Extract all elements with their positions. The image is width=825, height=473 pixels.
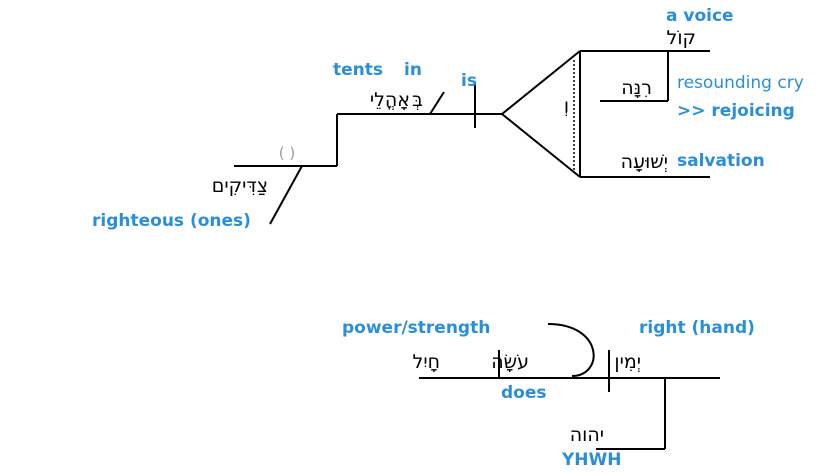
clause1-lines — [234, 50, 710, 225]
modifier2-gloss: YHWH — [561, 450, 622, 470]
modifier-hebrew: רִנָּה — [621, 77, 652, 99]
fork-upper — [501, 50, 581, 115]
subject-hebrew: צַדִּיקִים — [212, 175, 268, 197]
prep-gloss: in — [404, 60, 422, 80]
conjunction-hebrew: וְ — [564, 95, 569, 117]
subject2-gloss: right (hand) — [639, 318, 755, 338]
subject2-hebrew: יְמִין — [614, 351, 641, 373]
top-gloss: a voice — [666, 6, 734, 26]
modifier-gloss-2: >> rejoicing — [677, 101, 795, 121]
top-hebrew: קוֹל — [667, 27, 696, 49]
prep-hebrew: בְּ — [412, 89, 423, 111]
prep-object-gloss: tents — [333, 60, 383, 80]
prep-object-hebrew: אָהֳלֵי — [370, 89, 410, 111]
object-gloss: power/strength — [342, 318, 490, 338]
modifier2-hebrew: יהוה — [570, 424, 604, 446]
verb-arc — [547, 323, 595, 377]
clause2-lines — [419, 323, 720, 450]
modifier-gloss-1: resounding cry — [677, 73, 804, 93]
fork-lower — [501, 113, 581, 178]
subject-gloss: righteous (ones) — [92, 211, 251, 231]
subject-modifier-slant — [269, 165, 303, 225]
bottom-gloss: salvation — [677, 151, 765, 171]
object-hebrew: חָיִל — [413, 351, 440, 373]
bottom-hebrew: יְשׁוּעָה — [621, 151, 668, 173]
elided-verb-parens: ( ) — [279, 144, 295, 162]
verb2-gloss: does — [501, 383, 547, 403]
prep-slant — [429, 91, 445, 115]
verb-gloss: is — [461, 71, 477, 91]
verb-hebrew: עֹשָׂה — [491, 351, 529, 373]
